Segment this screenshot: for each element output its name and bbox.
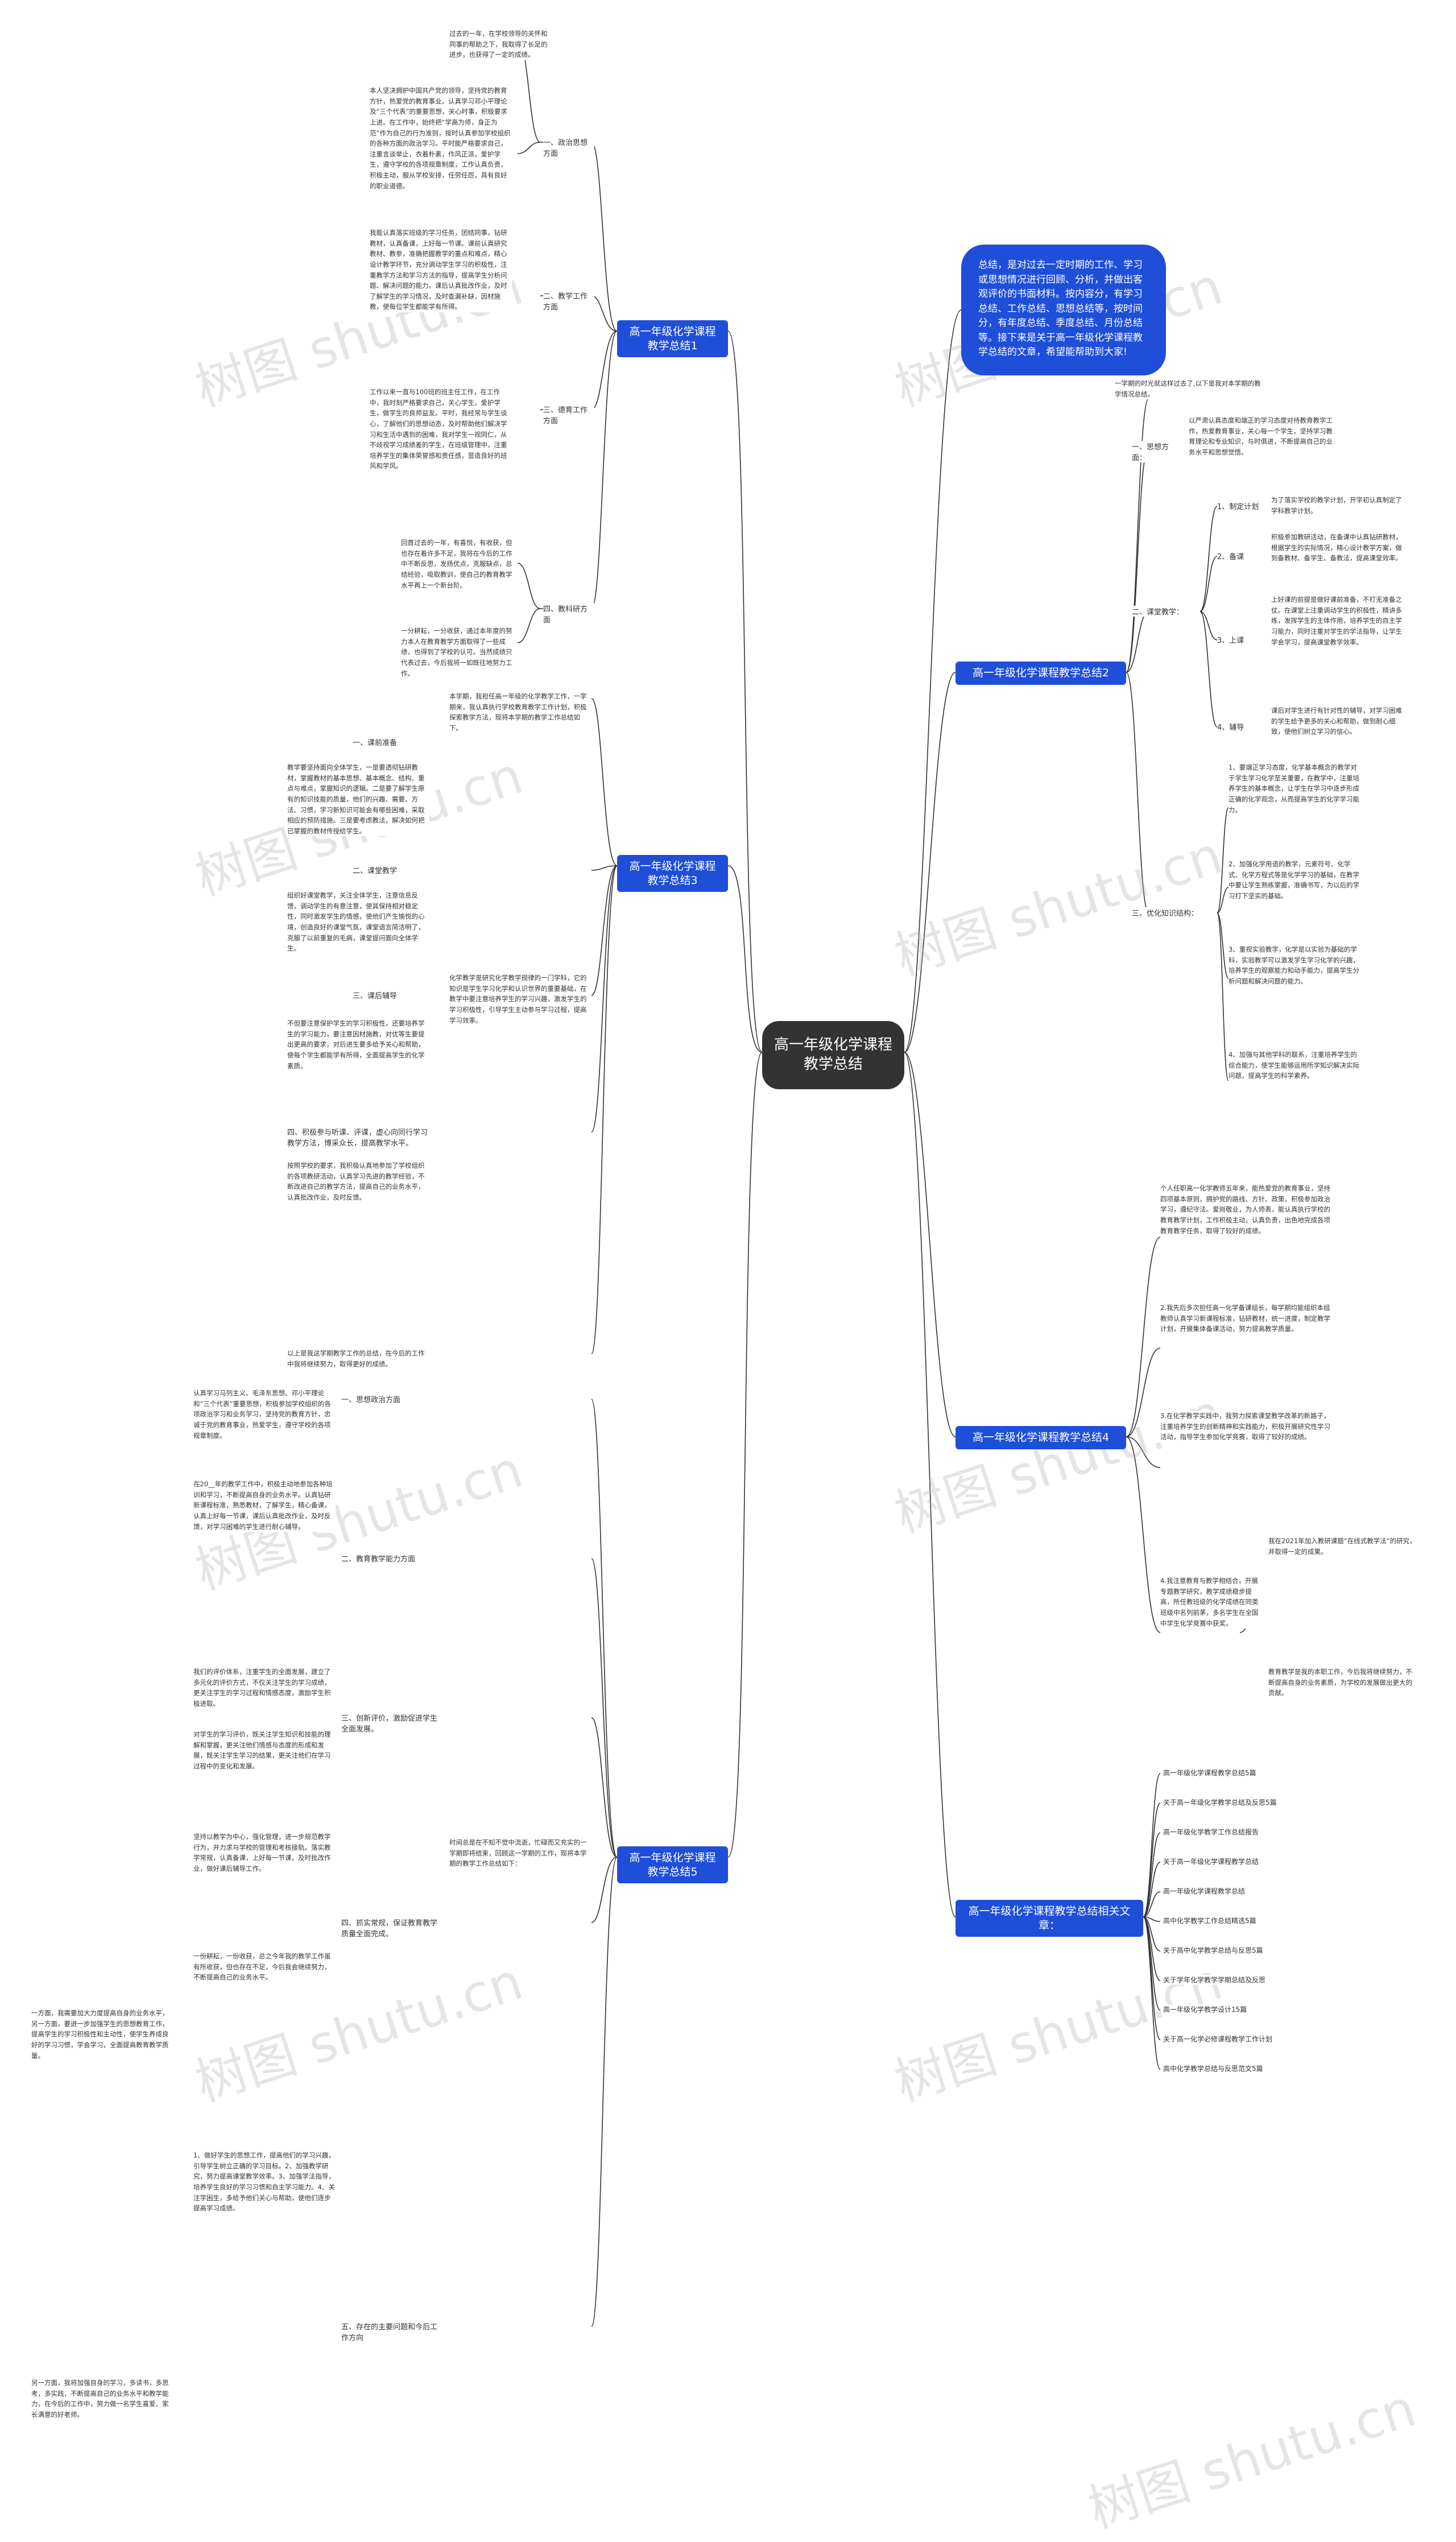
b2-text-tutoring: 课后对学生进行有针对性的辅导，对学习困难的学生给予更多的关心和帮助，做到耐心细致…: [1271, 705, 1402, 737]
b5-text-ability: 在20__年的教学工作中，积极主动地参加各种培训和学习，不断提高自身的业务水平。…: [193, 1479, 336, 1532]
b5-text-harvest: 一份耕耘，一份收获，总之今年我的教学工作虽有所收获，但也存在不足，今后我会继续努…: [193, 1951, 336, 1983]
b4-text-leader: 2.我先后多次担任高一化学备课组长，每学期均能组织本组教师认真学习新课程标准，钻…: [1160, 1303, 1331, 1334]
b4-text-future: 教育教学是我的本职工作，今后我将继续努力，不断提高自身的业务素质，为学校的发展做…: [1268, 1667, 1416, 1698]
related-article-link[interactable]: 高一年级化学课程教学总结5篇: [1163, 1768, 1402, 1778]
b5-text-evaluation: 我们的评价体系，注重学生的全面发展，建立了多元化的评价方式，不仅关注学生的学习成…: [193, 1667, 336, 1709]
b3-text-chem: 化学教学是研究化学教学规律的一门学科，它的知识是学生学习化学和认识世界的重要基础…: [449, 973, 592, 1026]
related-article-link[interactable]: 关于高一年级化学教学总结及反思5篇: [1163, 1797, 1402, 1807]
b4-text-results: 4.我注意教育与教学相结合，开展专题教学研究，教学成绩稳步提高，所任教班级的化学…: [1160, 1576, 1263, 1629]
b1-text-result: 一分耕耘，一分收获，通过本年度的努力本人在教育教学方面取得了一些成绩，也得到了学…: [401, 626, 515, 679]
b5-text-routine: 坚持以教学为中心，强化管理，进一步规范教学行为，并力求与学校的管理和考核接轨。落…: [193, 1832, 336, 1874]
branch-summary-5[interactable]: 高一年级化学课程教学总结5: [617, 1846, 728, 1884]
related-article-link[interactable]: 高一年级化学教学工作总结报告: [1163, 1827, 1402, 1837]
b3-text-summary: 以上是我这学期教学工作的总结，在今后的工作中我将继续努力，取得更好的成绩。: [287, 1348, 429, 1370]
b3-section-tutoring[interactable]: 三、课后辅导: [353, 990, 432, 1001]
b1-section-teaching[interactable]: 二、教学工作方面: [543, 290, 594, 312]
b5-section-politics[interactable]: 一、思想政治方面: [341, 1394, 421, 1404]
b3-section-class[interactable]: 二、课堂教学: [353, 865, 432, 875]
b2-sub-tutoring[interactable]: 4、辅导: [1217, 721, 1257, 732]
b2-text-plan: 为了落实学校的教学计划，开学初认真制定了学科教学计划。: [1271, 495, 1402, 516]
b2-sub-prepare[interactable]: 2、备课: [1217, 551, 1257, 561]
branch-summary-3[interactable]: 高一年级化学课程教学总结3: [617, 855, 728, 892]
branch-summary-2[interactable]: 高一年级化学课程教学总结2: [956, 662, 1126, 685]
b1-text-reflection: 回首过去的一年，有喜悦，有收获，但也存在着许多不足，我将在今后的工作中不断反思，…: [401, 538, 515, 591]
related-article-link[interactable]: 高一年级化学教学设计15篇: [1163, 2004, 1402, 2014]
b3-text-class: 组织好课堂教学，关注全体学生，注意信息反馈，调动学生的有意注意，使其保持相对稳定…: [287, 890, 429, 954]
related-article-link[interactable]: 高中化学教学总结与反思范文5篇: [1163, 2064, 1402, 2073]
b2-sub-plan[interactable]: 1、制定计划: [1217, 501, 1263, 511]
b2-text-knowledge-4: 4、加强与其他学科的联系，注重培养学生的综合能力，使学生能够运用所学知识解决实际…: [1228, 1049, 1359, 1081]
related-article-link[interactable]: 高一年级化学课程教学总结: [1163, 1886, 1402, 1896]
b4-text-reform: 3.在化学教学实践中，我努力探索课堂教学改革的新路子，注重培养学生的创新精神和实…: [1160, 1411, 1331, 1442]
b3-section-peer[interactable]: 四、积极参与听课、评课，虚心向同行学习教学方法，博采众长，提高教学水平。: [287, 1126, 429, 1148]
b5-text-outlook: 另一方面，我将加强自身的学习，多读书，多思考，多实践，不断提高自己的业务水平和教…: [31, 2378, 173, 2420]
b5-section-routine[interactable]: 四、抓实常规，保证教育教学质量全面完成。: [341, 1917, 444, 1938]
b3-text-tutoring: 不但要注意保护学生的学习积极性，还要培养学生的学习能力，要注意因材施教，对优等生…: [287, 1018, 429, 1072]
b2-sub-lecture[interactable]: 3、上课: [1217, 634, 1257, 645]
branch-related-articles[interactable]: 高一年级化学课程教学总结相关文章：: [956, 1900, 1143, 1937]
root-topic[interactable]: 高一年级化学课程教学总结: [762, 1021, 904, 1089]
branch-summary-1[interactable]: 高一年级化学课程教学总结1: [617, 320, 728, 358]
b5-text-plan: 1、做好学生的思想工作，提高他们的学习兴趣，引导学生树立正确的学习目标。2、加强…: [193, 2150, 336, 2214]
b5-text-politics: 认真学习马列主义、毛泽东思想、邓小平理论和“三个代表”重要思想，积极参加学校组织…: [193, 1388, 336, 1441]
b4-text-intro: 个人任职高一化学教师五年来，能热爱党的教育事业，坚持四项基本原则，拥护党的路线、…: [1160, 1183, 1331, 1237]
b5-text-evaluation-detail: 对学生的学习评价，既关注学生知识和技能的理解和掌握，更关注他们情感与态度的形成和…: [193, 1729, 336, 1772]
b1-section-research[interactable]: 四、教科研方面: [543, 603, 594, 625]
b1-section-politics[interactable]: 一、政治思想方面: [543, 137, 594, 158]
b3-text-intro: 本学期，我担任高一年级的化学教学工作，一学期来，我认真执行学校教育教学工作计划，…: [449, 691, 592, 734]
b1-text-teaching: 我能认真落实班级的学习任务，团结同事，钻研教材，认真备课，上好每一节课。课前认真…: [370, 228, 512, 312]
b2-text-knowledge-2: 2、加强化学用语的教学，元素符号、化学式、化学方程式等是化学学习的基础，在教学中…: [1228, 859, 1359, 902]
b2-text-thought: 以严肃认真态度和端正的学习态度对待教育教学工作，热爱教育事业，关心每一个学生，坚…: [1189, 415, 1337, 458]
b1-text-intro: 过去的一年，在学校领导的关怀和同事的帮助之下，我取得了长足的进步，也获得了一定的…: [449, 28, 552, 60]
b2-text-knowledge-1: 1、要端正学习态度，化学基本概念的教学对于学生学习化学至关重要，在教学中，注重培…: [1228, 762, 1359, 816]
b2-section-knowledge[interactable]: 三、优化知识结构：: [1132, 907, 1211, 918]
b5-section-evaluation[interactable]: 三、创新评价，激励促进学生全面发展。: [341, 1712, 444, 1734]
b4-text-research: 我在2021年加入教研课题“在线式教学法”的研究，并取得一定的成果。: [1268, 1536, 1416, 1557]
b2-text-knowledge-3: 3、重视实验教学，化学是以实验为基础的学科，实验教学可以激发学生学习化学的兴趣，…: [1228, 944, 1359, 987]
related-article-link[interactable]: 关于高一化学必修课程教学工作计划: [1163, 2034, 1402, 2044]
related-article-link[interactable]: 关于学年化学教学学期总结及反思: [1163, 1975, 1402, 1985]
b3-text-prep: 教学要坚持面向全体学生，一是要透彻钻研教材，掌握教材的基本思想、基本概念、结构、…: [287, 762, 429, 837]
b2-text-prepare: 积极参加教研活动，在备课中认真钻研教材，根据学生的实际情况，精心设计教学方案，做…: [1271, 532, 1402, 564]
branch-summary-4[interactable]: 高一年级化学课程教学总结4: [956, 1426, 1126, 1449]
b2-text-intro: 一学期的时光就这样过去了,以下是我对本学期的教学情况总结。: [1115, 378, 1263, 400]
b3-text-peer: 按照学校的要求，我积极认真地参加了学校组织的各项教研活动，认真学习先进的教学经验…: [287, 1160, 429, 1203]
b5-section-ability[interactable]: 二、教育教学能力方面: [341, 1553, 432, 1564]
b5-text-intro: 时间总是在不知不觉中流逝，忙碌而又充实的一学期即将结束，回顾这一学期的工作，现将…: [449, 1837, 592, 1869]
b2-text-lecture: 上好课的前提是做好课前准备，不打无准备之仗。在课堂上注重调动学生的积极性，精讲多…: [1271, 594, 1402, 648]
b2-section-classroom[interactable]: 二、课堂教学：: [1132, 606, 1189, 617]
related-article-link[interactable]: 高中化学教学工作总结精选5篇: [1163, 1916, 1402, 1925]
b1-section-moral[interactable]: 三、德育工作方面: [543, 404, 594, 425]
b3-section-prep[interactable]: 一、课前准备: [353, 737, 432, 747]
related-article-link[interactable]: 关于高中化学教学总结与反思5篇: [1163, 1945, 1402, 1955]
related-article-link[interactable]: 关于高一年级化学课程教学总结: [1163, 1857, 1402, 1866]
intro-summary-node[interactable]: 总结，是对过去一定时期的工作、学习或思想情况进行回顾、分析，并做出客观评价的书面…: [961, 245, 1166, 375]
b1-text-moral: 工作以来一直与100班的班主任工作，在工作中，我时刻严格要求自己，关心学生，爱护…: [370, 387, 512, 472]
b2-section-thought[interactable]: 一、思想方面：: [1132, 441, 1177, 462]
b1-text-politics: 本人坚决拥护中国共产党的领导，坚持党的教育方针，热爱党的教育事业。认真学习邓小平…: [370, 85, 512, 192]
b5-text-problems: 一方面，我需要加大力度提高自身的业务水平，另一方面，要进一步加强学生的思想教育工…: [31, 2008, 173, 2061]
b5-section-problems[interactable]: 五、存在的主要问题和今后工作方向: [341, 2321, 444, 2342]
